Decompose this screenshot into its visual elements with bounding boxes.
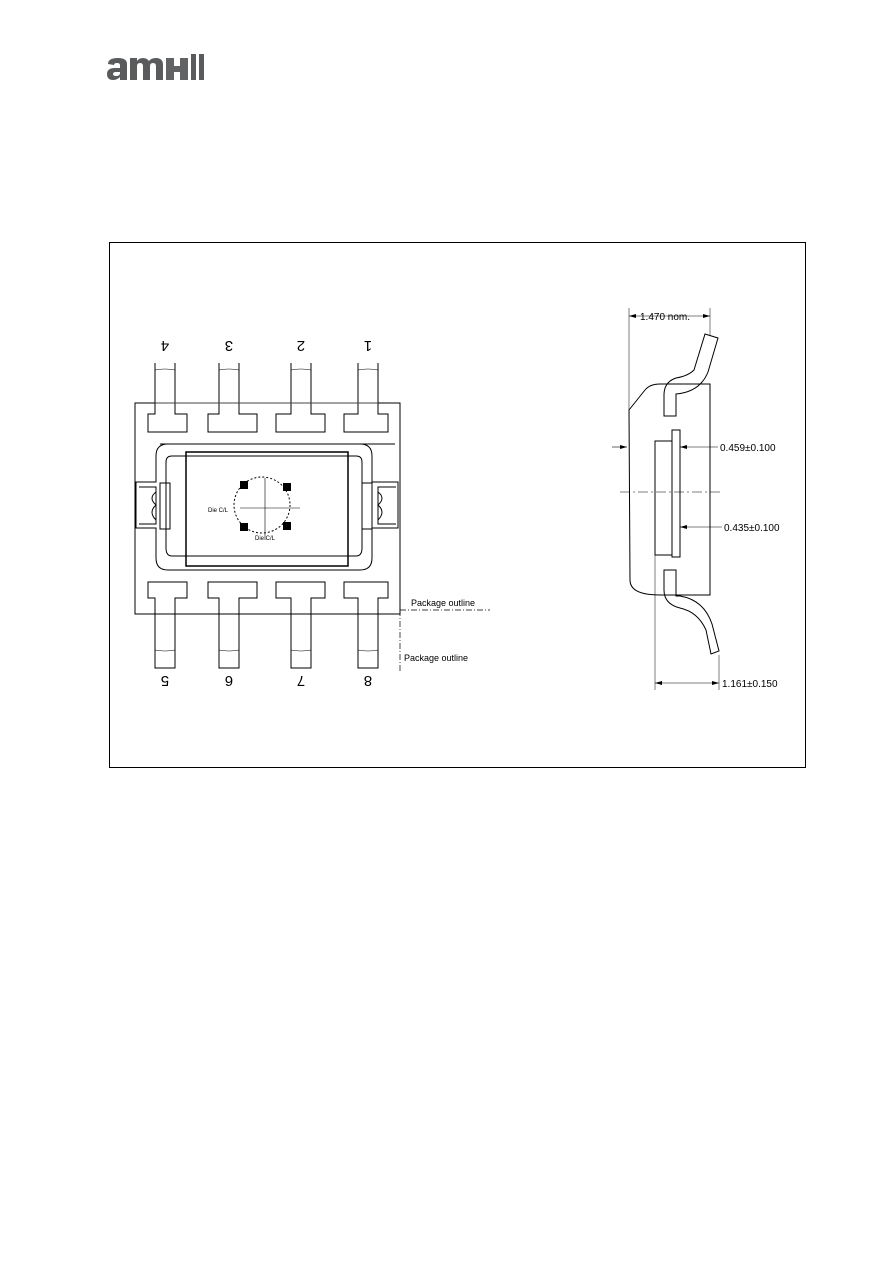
pin-label-1: 1 (364, 337, 372, 354)
top-leads (147, 363, 389, 433)
side-view (612, 308, 722, 690)
lead-2 (275, 363, 326, 433)
pin-numbers: 4 3 2 1 5 6 7 8 (161, 337, 372, 689)
lead-3-break (218, 368, 240, 371)
dim-upper-label: 0.459±0.100 (720, 443, 776, 454)
lead-7-break (290, 649, 312, 652)
arrow-upper-left (620, 445, 627, 449)
die-label-1: Die C/L (208, 508, 229, 514)
right-tab (377, 486, 396, 525)
ams-logo-mark: ams (107, 54, 204, 80)
dim-bottom-label: 1.161±0.150 (722, 679, 778, 690)
bond-pads (240, 481, 291, 531)
package-outline-label-1: Package outline (411, 598, 475, 608)
arrow-width-left (629, 314, 636, 318)
leadframe-outline (135, 443, 399, 571)
lead-8-break (357, 649, 379, 652)
left-tab-notch (151, 491, 157, 521)
side-die (671, 429, 681, 558)
leadframe-inner (165, 455, 363, 557)
lead-5 (147, 581, 188, 669)
die-label-2: Die C/L (255, 536, 276, 542)
pin-label-5: 5 (161, 672, 169, 689)
lead-2-break (290, 368, 312, 371)
die-circle (233, 476, 291, 534)
lead-4-break (154, 368, 176, 371)
pin-label-4: 4 (161, 337, 169, 354)
lead-4 (147, 363, 188, 433)
side-lead-upper (663, 333, 719, 417)
lead-7 (275, 581, 326, 669)
top-view (134, 363, 490, 672)
dim-arrowheads (620, 314, 719, 685)
arrow-bottom-left (655, 681, 662, 685)
drawing-frame (109, 242, 806, 768)
arrow-upper-right (680, 445, 687, 449)
side-lead-lower (663, 569, 720, 655)
pin-label-3: 3 (225, 337, 233, 354)
left-tab (139, 486, 157, 525)
lead-3 (207, 363, 258, 433)
ams-logo: ams (106, 50, 212, 82)
pin-label-7: 7 (297, 672, 305, 689)
bottom-leads (147, 581, 389, 669)
bond-pad-bl (240, 523, 248, 531)
side-body-outline (628, 383, 711, 596)
lead-6 (207, 581, 258, 669)
pin-label-6: 6 (225, 672, 233, 689)
lead-5-break (154, 649, 176, 652)
arrow-width-right (703, 314, 710, 318)
die-pad (185, 451, 349, 567)
lead-1 (343, 363, 389, 433)
right-tab-pad (361, 482, 373, 530)
lead-1-break (357, 368, 379, 371)
pin-label-8: 8 (364, 672, 372, 689)
left-tab-pad (159, 482, 171, 530)
pin-label-2: 2 (297, 337, 305, 354)
package-outline-label-2: Package outline (404, 653, 468, 663)
bond-pad-br (283, 522, 291, 530)
dim-width-label: 1.470 nom. (640, 312, 690, 323)
bond-pad-tr (283, 483, 291, 491)
side-substrate (654, 440, 673, 556)
dim-lower-label: 0.435±0.100 (724, 523, 780, 534)
right-tab-notch (377, 491, 383, 521)
lead-6-break (218, 649, 240, 652)
arrow-bottom-right (712, 681, 719, 685)
lead-8 (343, 581, 389, 669)
bond-pad-tl (240, 481, 248, 489)
arrow-lower (680, 525, 687, 529)
side-dimension-labels: 1.470 nom. 0.459±0.100 0.435±0.100 1.161… (640, 312, 780, 690)
